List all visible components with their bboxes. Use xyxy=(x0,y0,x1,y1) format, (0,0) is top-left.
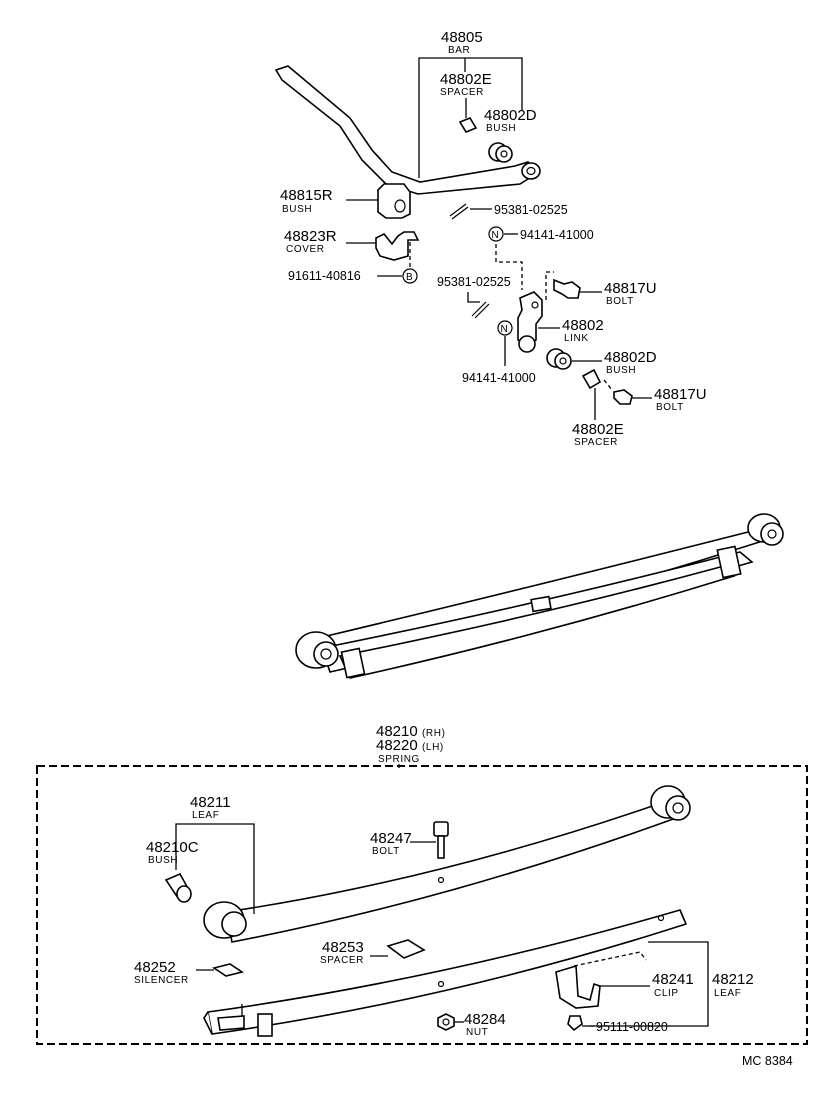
silencer-shape xyxy=(212,963,244,977)
cover-shape xyxy=(375,231,420,261)
part-number-bush-spring: 48210C xyxy=(146,839,199,856)
callout-spring: 48210 (RH) 48220 (LH) SPRING xyxy=(376,723,446,768)
part-name-bolt-upper: BOLT xyxy=(606,296,634,307)
callout-second-leaf: 48212 LEAF xyxy=(590,941,754,1027)
part-number-bush-lower: 48802D xyxy=(604,349,657,366)
spacer-spring-shape xyxy=(386,939,426,959)
part-number-bolt-cover: 91611-40816 xyxy=(288,269,361,283)
callout-spacer-top: 48802E SPACER xyxy=(440,71,492,133)
spacer-lower-shape xyxy=(581,368,602,390)
leaf-spring-assembly-drawing xyxy=(295,513,784,679)
part-number-bar: 48805 xyxy=(441,29,483,46)
nut-lower-symbol: N xyxy=(501,324,509,335)
part-number-second-leaf: 48212 xyxy=(712,971,754,988)
part-number-spring-lh: 48220 xyxy=(376,737,418,754)
part-name-bolt-lower: BOLT xyxy=(656,402,684,413)
part-name-bush-spring: BUSH xyxy=(148,855,178,866)
callout-bush-top: 48802D BUSH xyxy=(484,107,537,163)
part-number-bolt-lower: 48817U xyxy=(654,386,707,403)
callout-bolt-upper: 48817U BOLT xyxy=(545,271,657,307)
nut-top-symbol: N xyxy=(492,230,500,241)
part-name-spring: SPRING xyxy=(378,754,420,765)
callout-spacer-lower: 48802E SPACER xyxy=(572,421,624,448)
part-number-nut-lower: 94141-41000 xyxy=(462,371,536,385)
second-leaf-drawing xyxy=(203,909,688,1037)
part-name-silencer: SILENCER xyxy=(134,975,189,986)
part-name-link: LINK xyxy=(564,333,589,344)
callout-bolt-spring: 48247 BOLT xyxy=(370,821,449,859)
callout-nut-top: N 94141-41000 xyxy=(488,226,594,290)
callout-bar: 48805 BAR xyxy=(418,29,523,178)
part-name-main-leaf: LEAF xyxy=(192,810,219,821)
bolt-spring-shape xyxy=(433,821,449,837)
part-name-nut-spring: NUT xyxy=(466,1027,488,1038)
part-name-cover: COVER xyxy=(286,244,325,255)
callout-bush-r: 48815R BUSH xyxy=(280,183,411,219)
callout-bush-spring: 48210C BUSH xyxy=(146,839,199,903)
clip-shape xyxy=(555,964,601,1009)
part-number-nut-spring: 48284 xyxy=(464,1011,506,1028)
part-number-cotter-top: 95381-02525 xyxy=(494,203,568,217)
bolt-upper-shape xyxy=(553,278,581,299)
callout-nut-spring: 48284 NUT xyxy=(437,1011,506,1038)
callout-bush-lower: 48802D BUSH xyxy=(546,348,657,376)
part-number-bush-top: 48802D xyxy=(484,107,537,124)
part-number-spacer-lower: 48802E xyxy=(572,421,624,438)
stabilizer-bar-drawing xyxy=(274,65,541,195)
callout-nut-lower: N 94141-41000 xyxy=(462,320,536,385)
callout-spacer-spring: 48253 SPACER xyxy=(320,939,426,966)
part-number-spacer-top: 48802E xyxy=(440,71,492,88)
callout-clip: 48241 CLIP xyxy=(555,951,694,1009)
callout-bolt-cover: 91611-40816 B xyxy=(288,268,418,284)
part-number-main-leaf: 48211 xyxy=(190,794,231,811)
callout-bolt-lower: 48817U BOLT xyxy=(603,379,707,413)
part-name-spacer-lower: SPACER xyxy=(574,437,618,448)
callout-silencer: 48252 SILENCER xyxy=(134,959,244,986)
spacer-top-shape xyxy=(458,117,478,133)
nut-spring-shape xyxy=(437,1013,455,1031)
part-number-nut-top: 94141-41000 xyxy=(520,228,594,242)
part-number-cotter-mid: 95381-02525 xyxy=(437,275,511,289)
callout-cover: 48823R COVER xyxy=(284,228,420,268)
suffix-spring-lh: (LH) xyxy=(422,742,444,753)
part-number-rivet: 95111-00820 xyxy=(596,1020,668,1034)
part-number-bush-r: 48815R xyxy=(280,187,333,204)
callout-link: 48802 LINK xyxy=(538,317,604,344)
part-number-bolt-upper: 48817U xyxy=(604,280,657,297)
spring-assembly-frame xyxy=(36,765,808,1045)
callout-cotter-mid: 95381-02525 xyxy=(437,275,511,319)
part-name-second-leaf: LEAF xyxy=(714,988,741,999)
part-number-cover: 48823R xyxy=(284,228,337,245)
part-name-spacer-top: SPACER xyxy=(440,87,484,98)
callout-rivet: 95111-00820 xyxy=(567,1015,668,1034)
part-name-bush-r: BUSH xyxy=(282,204,312,215)
part-name-bush-lower: BUSH xyxy=(606,365,636,376)
rivet-shape xyxy=(567,1015,583,1032)
callout-main-leaf: 48211 LEAF xyxy=(175,794,255,914)
diagram-code: MC 8384 xyxy=(742,1054,793,1068)
part-number-spacer-spring: 48253 xyxy=(322,939,364,956)
main-leaf-drawing xyxy=(203,785,691,943)
part-number-silencer: 48252 xyxy=(134,959,176,976)
bolt-cover-symbol: B xyxy=(406,272,413,283)
part-name-bolt-spring: BOLT xyxy=(372,846,400,857)
part-number-clip: 48241 xyxy=(652,971,694,988)
suffix-spring-rh: (RH) xyxy=(422,728,446,739)
link-drawing xyxy=(517,291,543,353)
part-number-link: 48802 xyxy=(562,317,604,334)
part-name-clip: CLIP xyxy=(654,988,679,999)
part-number-spring-rh: 48210 xyxy=(376,723,418,740)
part-name-bush-top: BUSH xyxy=(486,123,516,134)
bolt-lower-shape xyxy=(613,389,633,405)
bush-r-shape xyxy=(377,183,411,219)
part-name-spacer-spring: SPACER xyxy=(320,955,364,966)
part-name-bar: BAR xyxy=(448,45,470,56)
part-number-bolt-spring: 48247 xyxy=(370,830,412,847)
callout-cotter-top: 95381-02525 xyxy=(449,203,568,220)
